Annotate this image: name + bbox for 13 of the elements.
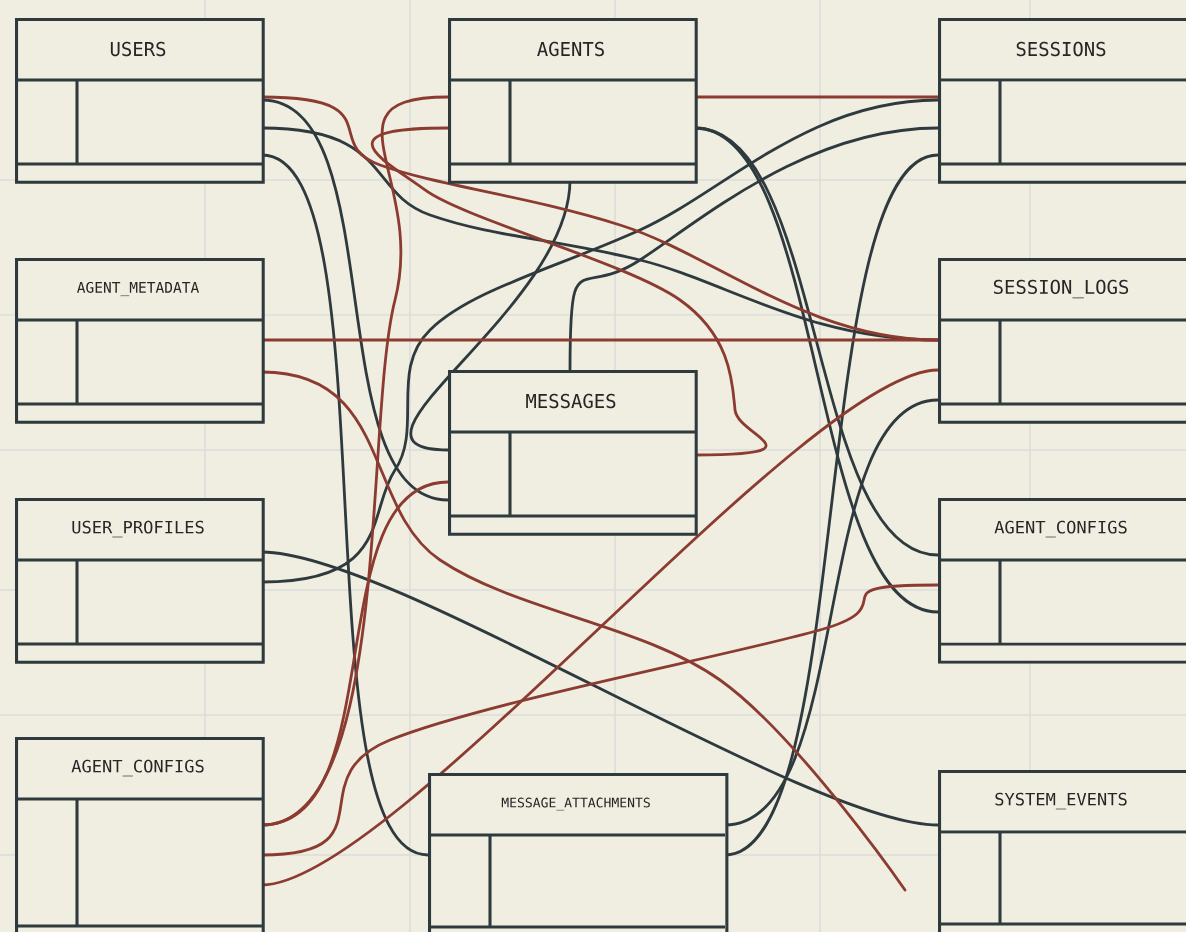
table-box: MESSAGE_ATTACHMENTS <box>428 773 729 932</box>
table-box: AGENT_METADATA <box>15 258 265 424</box>
table-box: AGENT_CONFIGS <box>15 737 265 932</box>
table-box: SESSION_LOGS <box>938 258 1186 424</box>
table-box: USER_PROFILES <box>15 498 265 664</box>
table-box: AGENTS <box>448 18 698 184</box>
table-box: AGENT_CONFIGS <box>938 498 1186 664</box>
table-box: SYSTEM_EVENTS <box>938 770 1186 932</box>
connector-line <box>370 126 768 457</box>
table-box: SESSIONS <box>938 18 1186 184</box>
table-box: USERS <box>15 18 265 184</box>
table-box: MESSAGES <box>448 370 698 536</box>
connector-line <box>568 126 940 372</box>
